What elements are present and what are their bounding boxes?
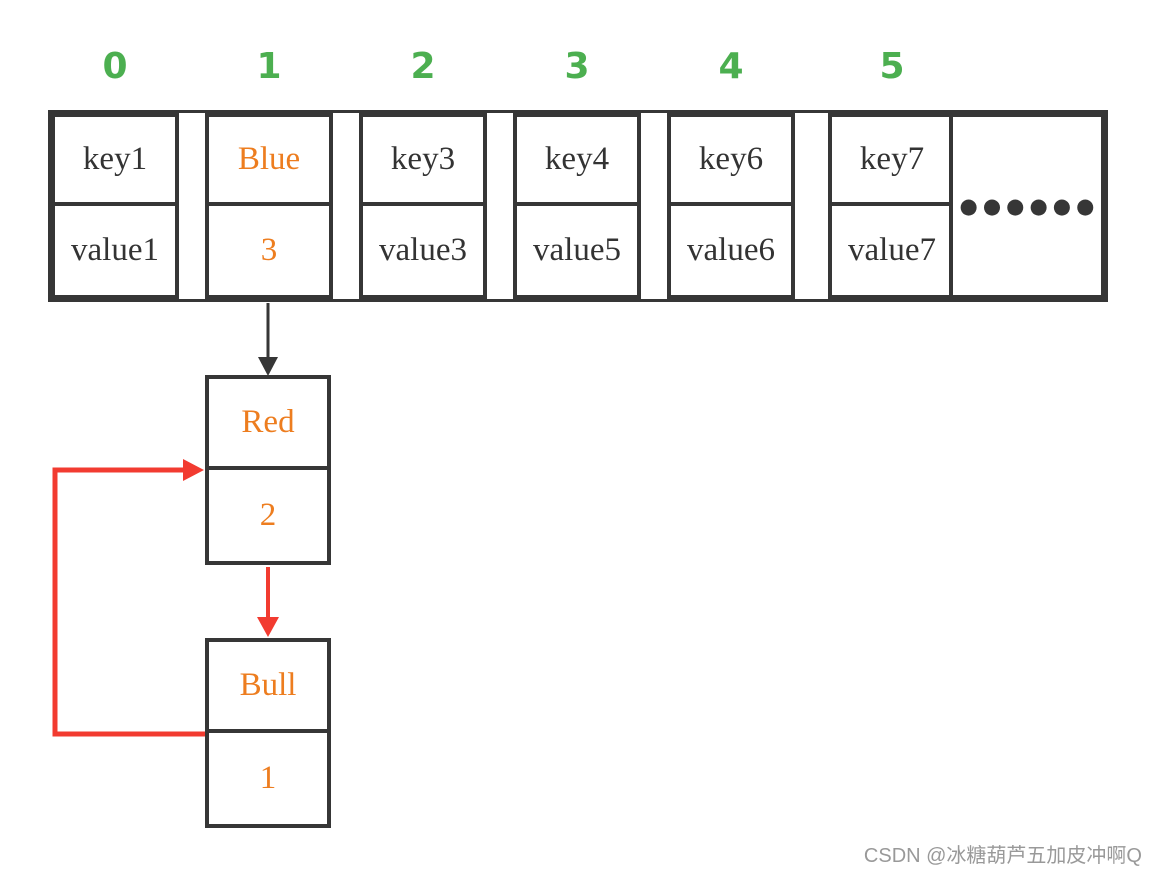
index-label-5: 5 — [879, 46, 905, 87]
bull-node: Bull 1 — [205, 638, 331, 828]
bucket-5-key-cell: key7 — [832, 117, 952, 206]
bucket-0-key-cell: key1 — [55, 117, 175, 206]
watermark: CSDN @冰糖葫芦五加皮冲啊Q — [863, 845, 1142, 867]
bucket-4-value-cell: value6 — [687, 232, 775, 268]
bucket-0: key1 value1 — [51, 113, 179, 299]
ellipsis-dots: ●●●●●● — [959, 193, 1100, 218]
bucket-0-value-cell: value1 — [71, 232, 159, 268]
red-node-value-cell: 2 — [259, 497, 277, 533]
bull-to-red-loop-arrow-head — [183, 459, 204, 481]
index-label-1: 1 — [256, 46, 282, 87]
index-label-3: 3 — [564, 46, 590, 87]
red-node: Red 2 — [205, 375, 331, 565]
bucket-2-key-cell: key3 — [363, 117, 483, 206]
bucket-4-key-cell: key6 — [671, 117, 791, 206]
bucket-3: key4 value5 — [513, 113, 641, 299]
bucket-4: key6 value6 — [667, 113, 795, 299]
bull-node-value-cell: 1 — [259, 760, 277, 796]
bucket-5-value-cell: value7 — [848, 232, 936, 268]
bucket-3-key-cell: key4 — [517, 117, 637, 206]
overflow-cell: ●●●●●● — [949, 113, 1105, 299]
index-label-4: 4 — [718, 46, 744, 87]
bucket-1: Blue 3 — [205, 113, 333, 299]
bull-to-red-loop-arrow-shaft — [52, 467, 209, 737]
bucket-5: key7 value7 — [828, 113, 956, 299]
red-to-bull-arrow-head — [257, 617, 279, 637]
bucket-2-value-cell: value3 — [379, 232, 467, 268]
bucket-2: key3 value3 — [359, 113, 487, 299]
bucket1-to-red-arrow-head — [258, 357, 278, 376]
bucket-1-key-cell: Blue — [209, 117, 329, 206]
bucket-3-value-cell: value5 — [533, 232, 621, 268]
index-label-2: 2 — [410, 46, 436, 87]
index-label-0: 0 — [102, 46, 128, 87]
bull-node-key-cell: Bull — [209, 642, 327, 733]
red-node-key-cell: Red — [209, 379, 327, 470]
bucket-1-value-cell: 3 — [260, 232, 278, 268]
